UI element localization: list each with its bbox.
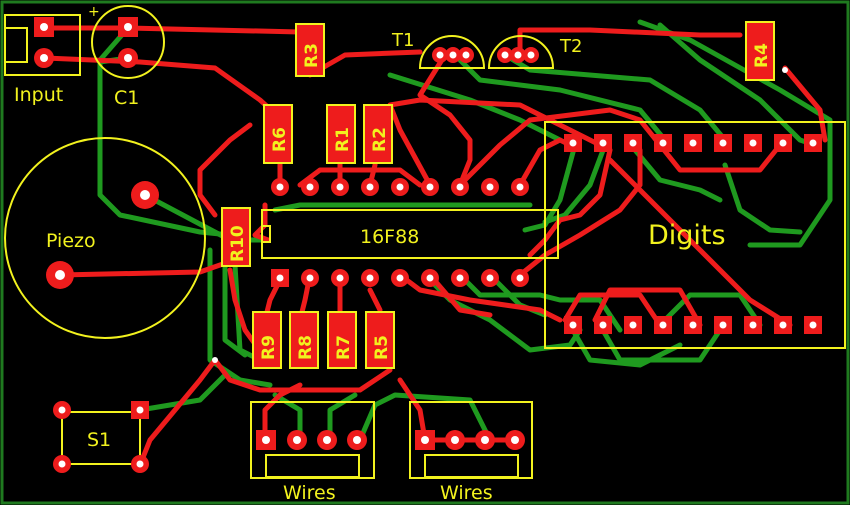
resistor-r2: R2 xyxy=(363,104,393,164)
s1-label: S1 xyxy=(87,429,111,451)
digits-label: Digits xyxy=(648,220,726,251)
svg-text:R2: R2 xyxy=(370,127,390,152)
resistor-r6: R6 xyxy=(263,104,293,164)
svg-text:R3: R3 xyxy=(302,43,322,68)
wires-right-label: Wires xyxy=(440,482,493,504)
wires-connector-right: Wires xyxy=(409,401,533,504)
resistor-r8: R8 xyxy=(289,311,319,369)
c1-label: C1 xyxy=(114,87,139,109)
resistor-r9: R9 xyxy=(252,311,282,369)
via xyxy=(212,357,218,363)
t2-label: T2 xyxy=(559,36,582,57)
svg-text:R6: R6 xyxy=(270,127,290,152)
capacitor-c1: + C1 xyxy=(88,4,165,109)
chip-bottom-pins xyxy=(271,269,529,287)
svg-text:R7: R7 xyxy=(334,335,354,360)
svg-text:R5: R5 xyxy=(372,335,392,360)
digits-top-pins xyxy=(564,134,822,152)
svg-text:R4: R4 xyxy=(752,43,772,68)
digits-bottom-pins xyxy=(564,316,822,334)
digits-display: Digits xyxy=(544,121,846,349)
chip-label: 16F88 xyxy=(360,226,419,248)
switch-s1: S1 xyxy=(53,401,149,473)
chip-16f88: 16F88 xyxy=(261,178,559,287)
svg-text:R8: R8 xyxy=(296,335,316,360)
resistor-r10: R10 xyxy=(221,207,251,267)
resistor-r1: R1 xyxy=(326,104,356,164)
input-connector: Input xyxy=(4,14,81,106)
transistor-t1: T1 xyxy=(391,30,486,69)
piezo-label: Piezo xyxy=(46,230,96,252)
input-label: Input xyxy=(14,84,63,106)
svg-text:R1: R1 xyxy=(333,127,353,152)
svg-text:R10: R10 xyxy=(228,225,248,262)
transistor-t2: T2 xyxy=(487,35,582,69)
svg-text:R9: R9 xyxy=(259,335,279,360)
t1-label: T1 xyxy=(391,30,414,51)
c1-plus-label: + xyxy=(88,4,100,20)
resistor-r4: R4 xyxy=(745,21,788,81)
wires-connector-left: Wires xyxy=(250,401,375,504)
bottom-copper-traces xyxy=(97,19,833,443)
resistor-r5: R5 xyxy=(365,311,395,369)
wires-left-label: Wires xyxy=(283,482,336,504)
chip-top-pins xyxy=(271,178,529,196)
resistor-r7: R7 xyxy=(327,311,357,369)
resistor-r3: R3 xyxy=(295,23,325,77)
piezo-buzzer: Piezo xyxy=(4,137,206,339)
